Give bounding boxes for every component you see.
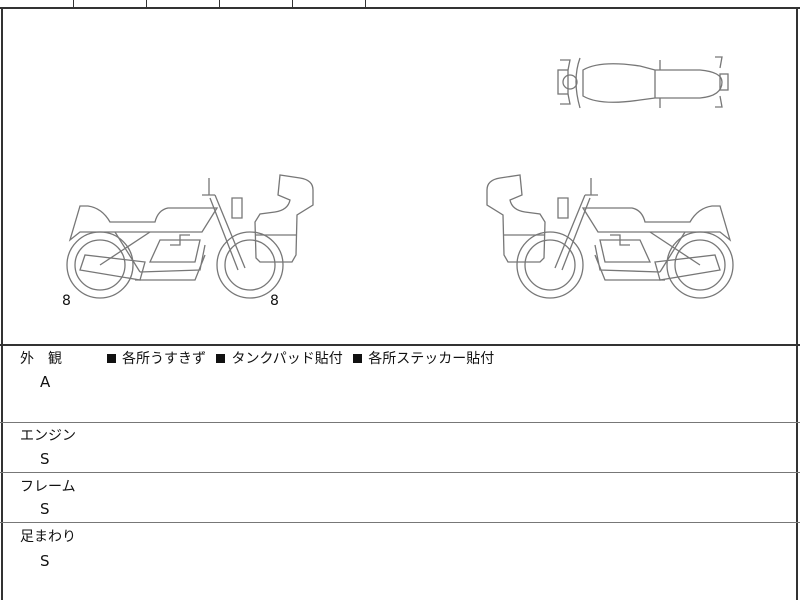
divider bbox=[0, 422, 800, 423]
left-border bbox=[1, 7, 3, 600]
damage-marker: 8 bbox=[62, 293, 71, 309]
motorcycle-top-view bbox=[557, 56, 729, 109]
frame-label: フレーム bbox=[20, 479, 76, 495]
exterior-label: 外 観 bbox=[20, 351, 62, 367]
suspension-grade: S bbox=[40, 552, 50, 570]
exterior-grade: A bbox=[40, 373, 51, 391]
suspension-label: 足まわり bbox=[20, 529, 76, 545]
note: 各所うすきず bbox=[122, 351, 206, 367]
motorcycle-right-side-view bbox=[486, 174, 734, 299]
motorcycle-diagram bbox=[66, 56, 734, 299]
motorcycle-left-side-view bbox=[66, 174, 314, 299]
engine-label: エンジン bbox=[20, 428, 76, 444]
divider bbox=[0, 472, 800, 473]
right-border bbox=[796, 7, 798, 600]
exterior-notes: 各所うすきず タンクパッド貼付 各所ステッカー貼付 bbox=[107, 351, 494, 367]
bullet-square-icon bbox=[107, 354, 116, 363]
note: 各所ステッカー貼付 bbox=[368, 351, 495, 367]
engine-grade: S bbox=[40, 450, 50, 468]
bullet-square-icon bbox=[216, 354, 226, 363]
frame-grade: S bbox=[40, 500, 50, 518]
divider bbox=[0, 344, 800, 346]
damage-marker: 8 bbox=[270, 293, 279, 309]
note: タンクパッド貼付 bbox=[231, 351, 343, 367]
bullet-square-icon bbox=[353, 354, 363, 363]
divider bbox=[0, 522, 800, 523]
